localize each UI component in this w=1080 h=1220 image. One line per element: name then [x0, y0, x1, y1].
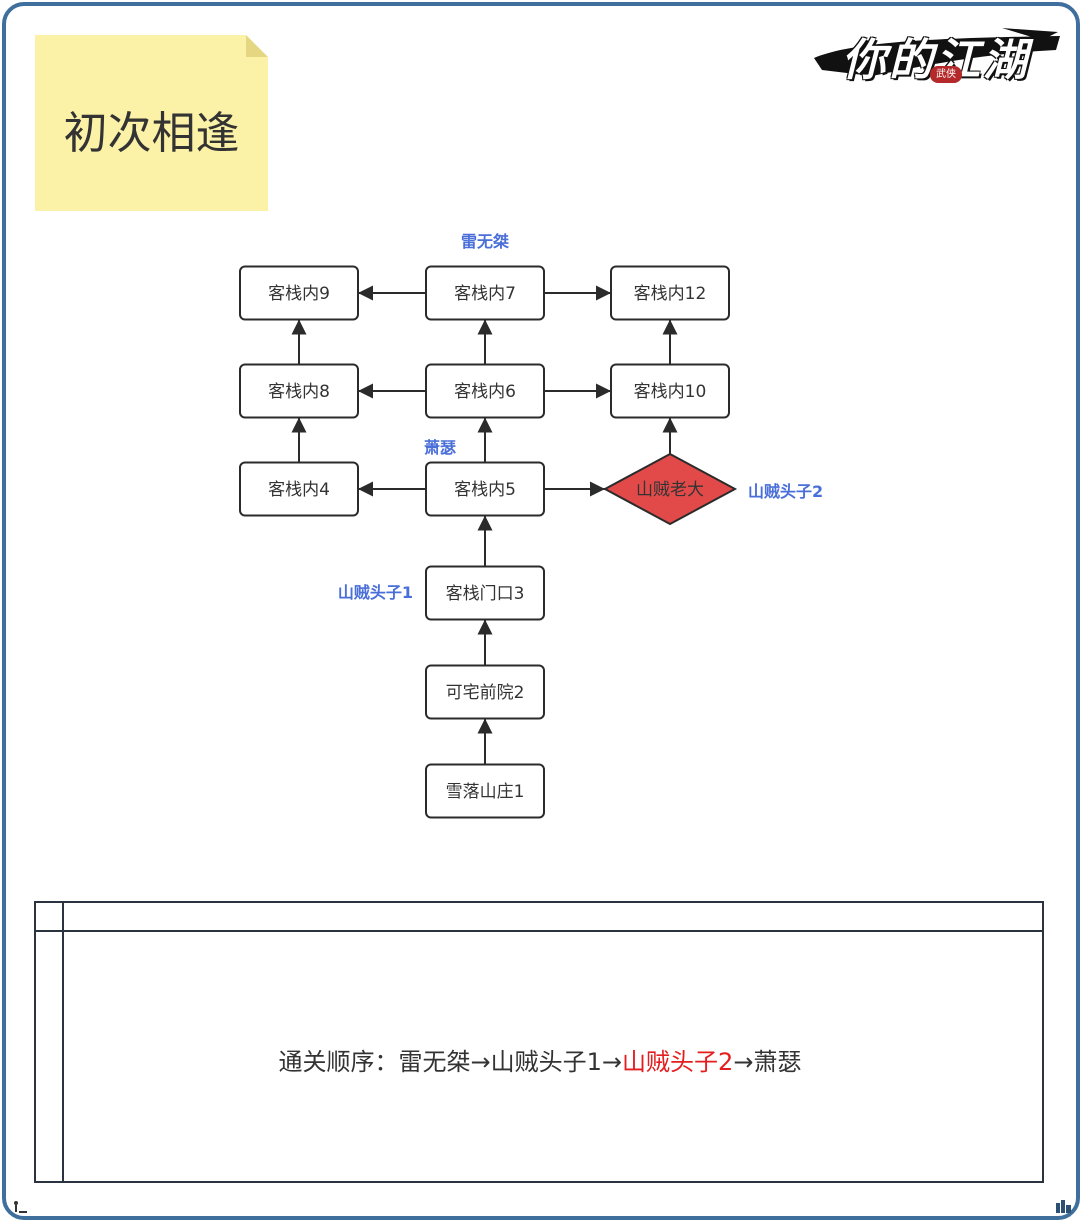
location-node: 客栈内9 — [239, 265, 359, 321]
node-label: 客栈内6 — [454, 382, 516, 402]
edges-layer — [291, 285, 678, 765]
character-label: 雷无桀 — [461, 232, 510, 251]
clear-order: 通关顺序：雷无桀→山贼头子1→山贼头子2→萧瑟 — [0, 1042, 1080, 1077]
character-label: 山贼头子2 — [748, 482, 823, 501]
table-divider — [36, 930, 1042, 932]
table-divider — [62, 903, 64, 1181]
location-node: 客栈内12 — [610, 265, 730, 321]
order-table — [34, 901, 1044, 1183]
node-box — [425, 363, 545, 419]
title-note: 初次相逢 — [35, 35, 268, 211]
character-label: 山贼头子1 — [338, 583, 413, 602]
city-icon — [1056, 1200, 1071, 1213]
logo-seal-icon: 武侠 — [930, 66, 962, 83]
character-label: 萧瑟 — [424, 438, 456, 457]
node-box — [239, 265, 359, 321]
order-highlight: 山贼头子2 — [622, 1048, 734, 1076]
node-box — [425, 265, 545, 321]
nodes-layer: 客栈内9 客栈内7 客栈内12 客栈内8 客栈内6 客栈内10 客栈内4 客栈内5 山贼老大客栈… — [239, 265, 738, 819]
node-box — [425, 565, 545, 621]
brush-stroke-icon — [814, 28, 1060, 76]
node-box — [239, 461, 359, 517]
location-node: 客栈内5 — [425, 461, 545, 517]
node-label: 雪落山庄1 — [446, 782, 525, 802]
node-label: 客栈门口3 — [446, 584, 525, 604]
node-box — [610, 265, 730, 321]
order-suffix: →萧瑟 — [733, 1048, 802, 1076]
flow-diagram: 客栈内9 客栈内7 客栈内12 客栈内8 客栈内6 客栈内10 客栈内4 客栈内5 山贼老大客栈… — [239, 232, 823, 819]
location-node: 客栈内6 — [425, 363, 545, 419]
fold-corner-icon — [246, 35, 268, 57]
person-icon — [14, 1201, 27, 1213]
location-node: 客栈门口3 — [425, 565, 545, 621]
page-title: 初次相逢 — [63, 108, 240, 159]
node-box — [425, 664, 545, 720]
location-node: 客栈内7 — [425, 265, 545, 321]
order-prefix: 通关顺序：雷无桀→山贼头子1→ — [278, 1048, 623, 1076]
node-box — [425, 763, 545, 819]
node-label: 客栈内9 — [268, 284, 330, 304]
location-node: 客栈内4 — [239, 461, 359, 517]
boss-diamond — [602, 452, 738, 526]
node-label: 可宅前院2 — [446, 683, 525, 703]
location-node: 可宅前院2 — [425, 664, 545, 720]
node-label: 客栈内12 — [634, 284, 707, 304]
node-label: 客栈内10 — [634, 382, 707, 402]
boss-node: 山贼老大 — [602, 452, 738, 526]
node-box — [610, 363, 730, 419]
node-label: 客栈内8 — [268, 382, 330, 402]
location-node: 雪落山庄1 — [425, 763, 545, 819]
node-label: 客栈内5 — [454, 480, 516, 500]
game-logo: 你的江湖 武侠 — [812, 20, 1062, 92]
location-node: 客栈内8 — [239, 363, 359, 419]
location-node: 客栈内10 — [610, 363, 730, 419]
node-label: 客栈内4 — [268, 480, 330, 500]
node-box — [239, 363, 359, 419]
node-label: 山贼老大 — [636, 480, 704, 500]
node-label: 客栈内7 — [454, 284, 516, 304]
node-box — [425, 461, 545, 517]
